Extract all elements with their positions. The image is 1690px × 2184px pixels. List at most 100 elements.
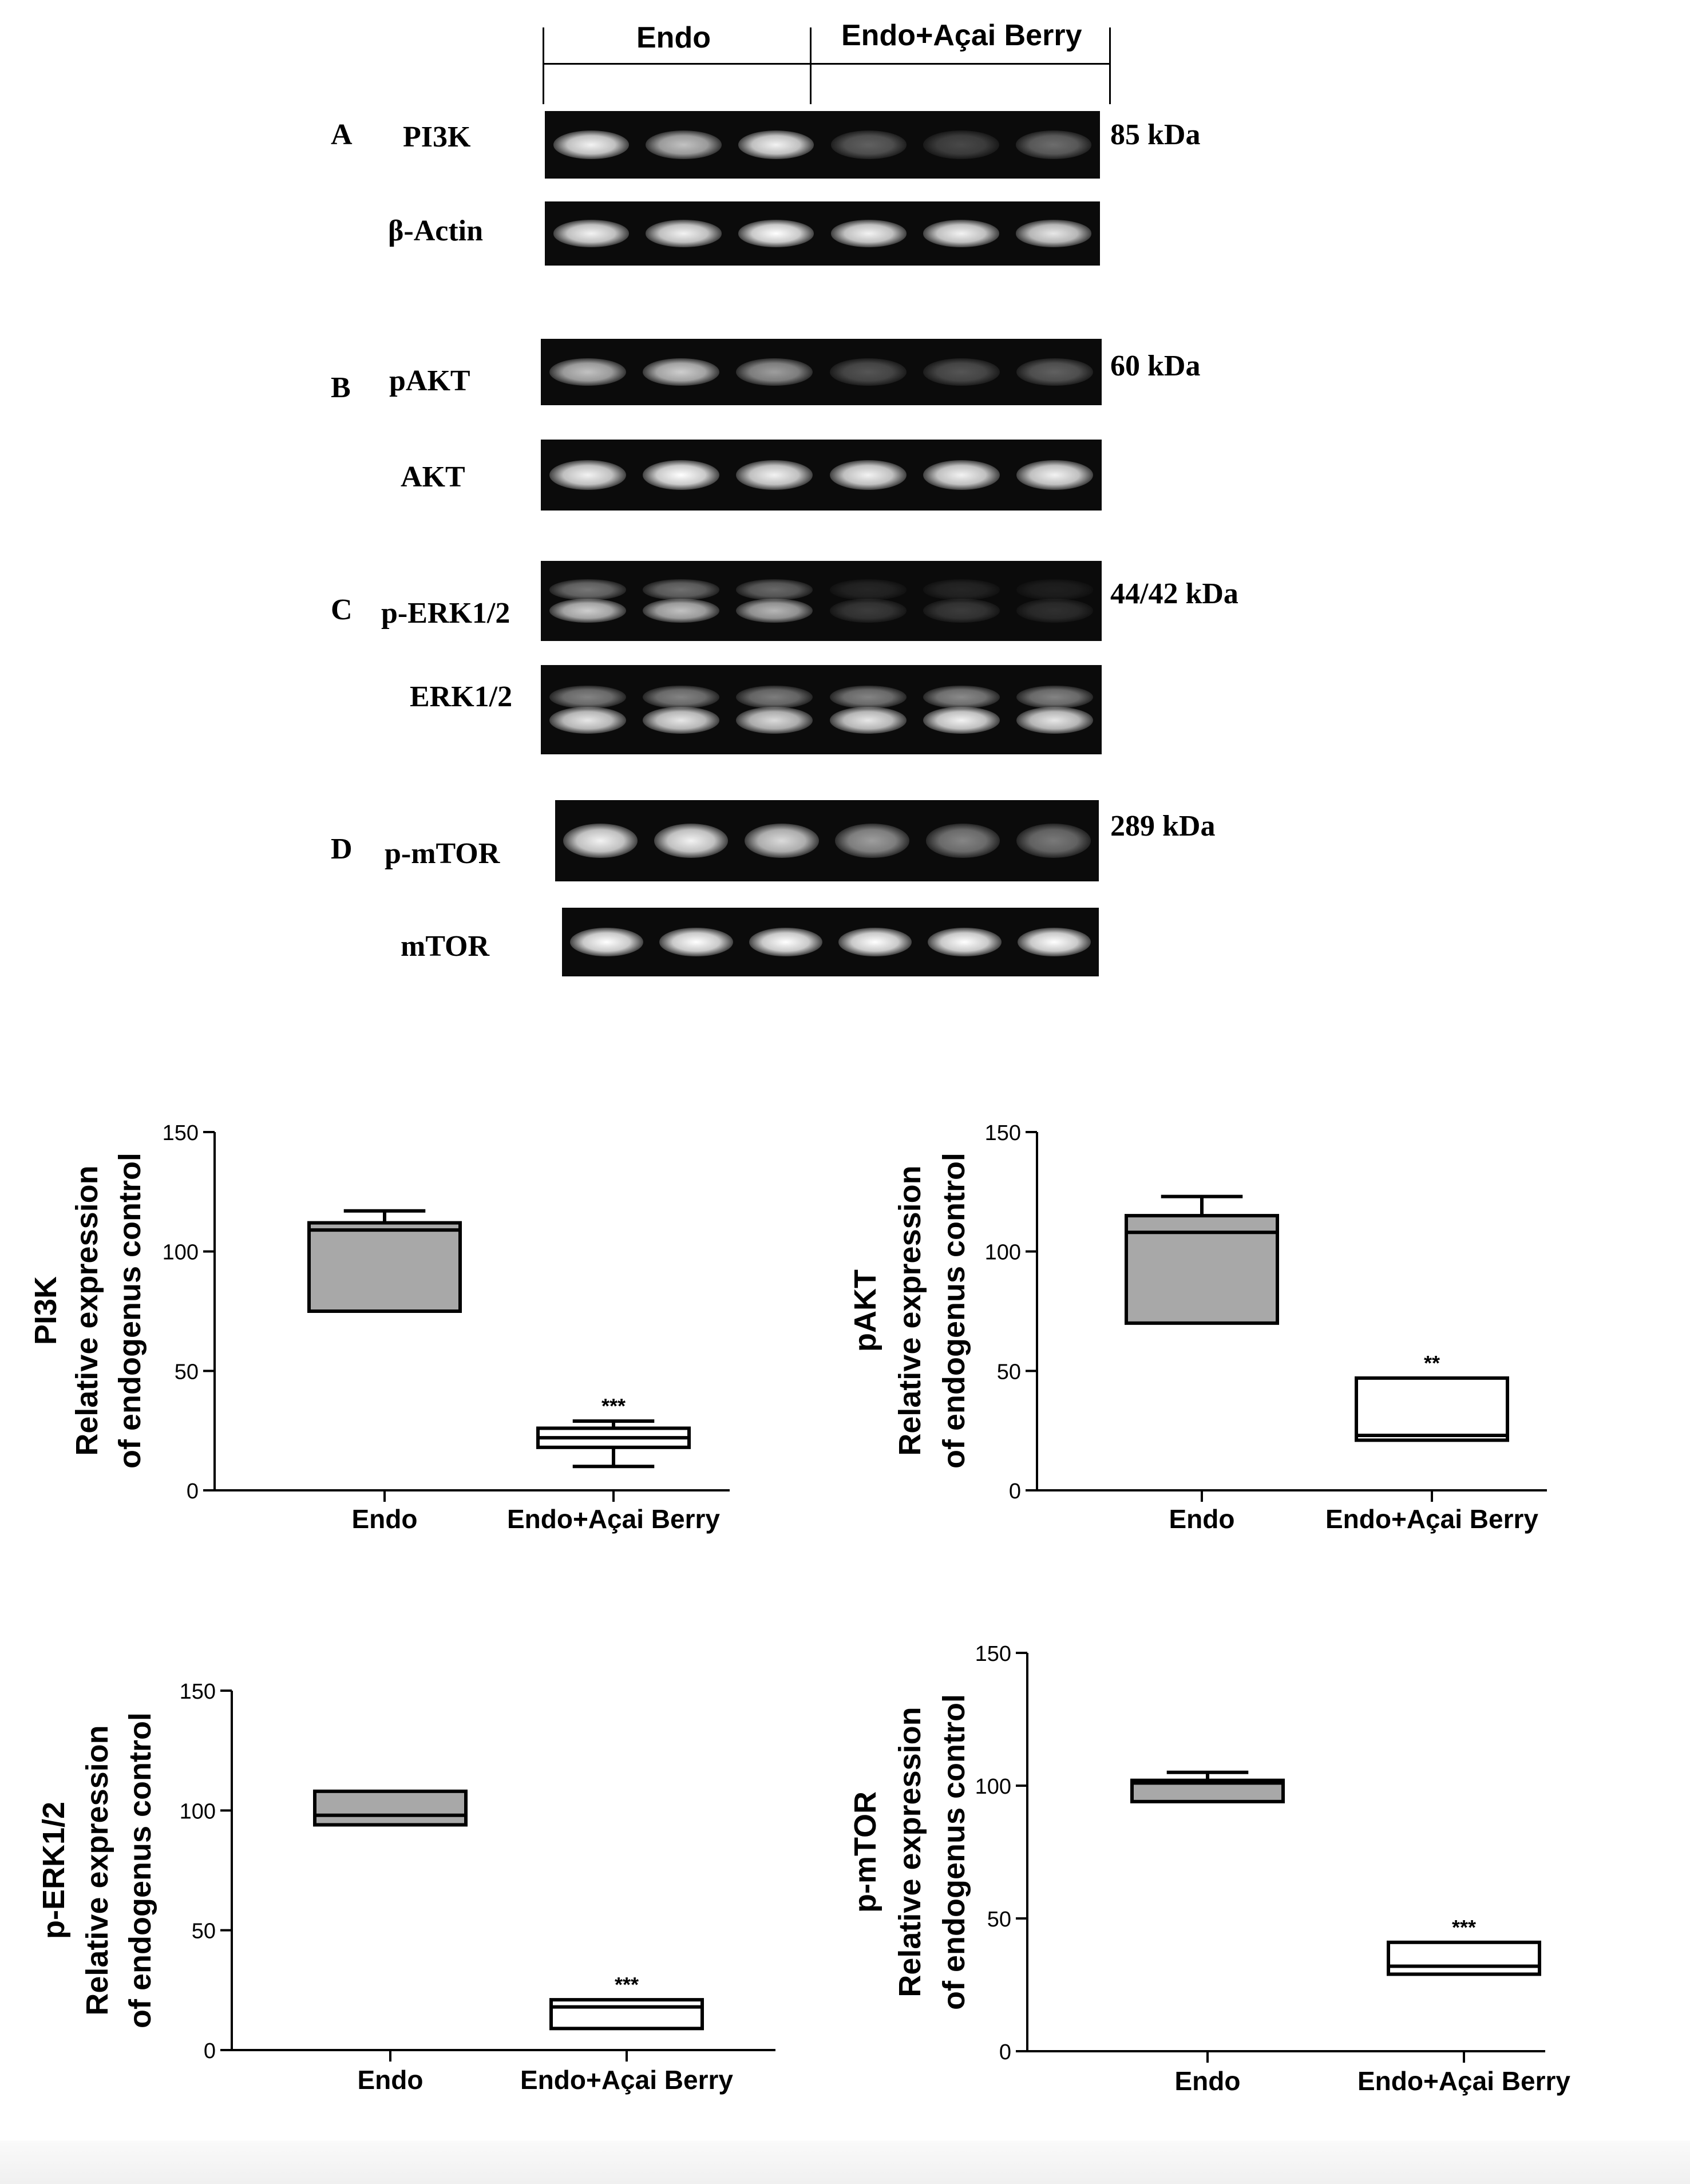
box-iqr (1387, 1940, 1541, 1976)
y-axis-subtitle: of endogenus control (937, 1153, 971, 1469)
blot-band (738, 220, 814, 247)
y-tick-label: 100 (163, 1241, 199, 1265)
blot-label-erk: ERK1/2 (410, 680, 513, 713)
blot-band (830, 220, 907, 247)
blot-band (923, 707, 1000, 734)
blot-label-pakt: pAKT (389, 365, 470, 397)
box-iqr (313, 1789, 468, 1827)
group-bracket-right-tick (1109, 27, 1111, 104)
blot-band (643, 598, 719, 623)
blot-image-p-erk (541, 561, 1102, 641)
blot-band (738, 130, 814, 159)
panel-letter-d: D (331, 833, 353, 865)
y-tick-label: 100 (985, 1241, 1021, 1265)
blot-band (1016, 685, 1094, 709)
blot-band (736, 598, 813, 623)
panel-letter-b: B (331, 371, 351, 404)
group-bracket-mid-tick (810, 27, 812, 104)
blot-band (654, 824, 729, 858)
blot-band (749, 927, 822, 957)
group-bracket-left-tick (543, 27, 544, 104)
blot-band (659, 927, 733, 957)
blot-image-pakt (541, 339, 1102, 405)
blot-band (643, 685, 719, 709)
blot-band (829, 707, 907, 734)
blot-band (549, 358, 626, 386)
blot-label-akt: AKT (401, 461, 465, 493)
blot-band (549, 685, 626, 709)
blot-image-beta-actin (545, 201, 1100, 266)
blot-band (1015, 220, 1092, 247)
blot-band (829, 460, 907, 490)
blot-band (736, 579, 813, 600)
blot-band (1015, 130, 1092, 159)
y-axis-subtitle: Relative expression (893, 1165, 927, 1455)
blot-band (643, 358, 719, 386)
blot-band (1016, 824, 1091, 858)
significance-annotation: *** (615, 1973, 639, 1996)
significance-annotation: ** (1424, 1351, 1440, 1375)
x-tick-label: Endo+Açai Berry (507, 1504, 720, 1534)
blot-band (923, 579, 1000, 600)
blot-image-mtor (562, 908, 1099, 976)
blot-band (646, 220, 722, 247)
blot-band (835, 824, 910, 858)
blot-band (549, 598, 626, 623)
y-axis-subtitle: of endogenus control (123, 1712, 157, 2028)
y-tick-label: 50 (987, 1908, 1011, 1932)
x-tick-label: Endo (1175, 2066, 1241, 2096)
blot-band (553, 220, 630, 247)
y-tick-label: 150 (180, 1680, 216, 1704)
blot-band (1016, 598, 1094, 623)
y-axis-subtitle: Relative expression (893, 1707, 927, 1997)
blot-band (830, 130, 907, 159)
kda-label-pi3k: 85 kDa (1110, 118, 1201, 151)
x-tick-label: Endo+Açai Berry (520, 2065, 733, 2095)
y-axis-title: PI3K (29, 1276, 63, 1345)
blot-label-beta-actin: β-Actin (388, 215, 484, 247)
blot-band (923, 130, 999, 159)
blot-band (928, 927, 1002, 957)
y-tick-label: 50 (175, 1360, 199, 1384)
panel-letter-c: C (331, 594, 353, 626)
blot-band (1016, 579, 1094, 600)
x-tick-label: Endo+Açai Berry (1357, 2066, 1570, 2096)
blot-band (643, 579, 719, 600)
y-tick-label: 0 (187, 1479, 199, 1504)
blot-image-p-mtor (555, 800, 1099, 881)
y-axis-subtitle: Relative expression (70, 1165, 104, 1455)
blot-band (838, 927, 912, 957)
y-tick-label: 100 (180, 1799, 216, 1823)
y-axis-subtitle: of endogenus control (113, 1153, 147, 1469)
y-tick-label: 150 (975, 1642, 1011, 1666)
x-tick-label: Endo (1169, 1504, 1235, 1534)
blot-band (1016, 707, 1094, 734)
kda-label-p-erk: 44/42 kDa (1110, 577, 1238, 610)
blot-band (1017, 927, 1091, 957)
blot-band (829, 579, 907, 600)
blot-label-p-mtor: p-mTOR (385, 837, 500, 870)
y-axis-title: p-mTOR (848, 1791, 882, 1913)
blot-band (1016, 460, 1094, 490)
blot-label-mtor: mTOR (401, 930, 490, 963)
blot-band (643, 460, 719, 490)
x-tick-label: Endo+Açai Berry (1325, 1504, 1538, 1534)
blot-band (549, 579, 626, 600)
y-tick-label: 50 (192, 1920, 216, 1944)
blot-image-akt (541, 440, 1102, 511)
blot-image-erk (541, 665, 1102, 754)
y-tick-label: 0 (999, 2040, 1011, 2064)
box-iqr (549, 1998, 704, 2031)
kda-label-pakt: 60 kDa (1110, 350, 1201, 382)
blot-band (829, 358, 907, 386)
blot-band (923, 598, 1000, 623)
group-label-endo-acai: Endo+Açai Berry (841, 19, 1082, 52)
significance-annotation: *** (1452, 1916, 1476, 1939)
panel-letter-a: A (331, 118, 353, 151)
blot-band (736, 460, 813, 490)
blot-band (923, 220, 999, 247)
blot-band (736, 358, 813, 386)
blot-band (1016, 358, 1094, 386)
blot-band (646, 130, 722, 159)
